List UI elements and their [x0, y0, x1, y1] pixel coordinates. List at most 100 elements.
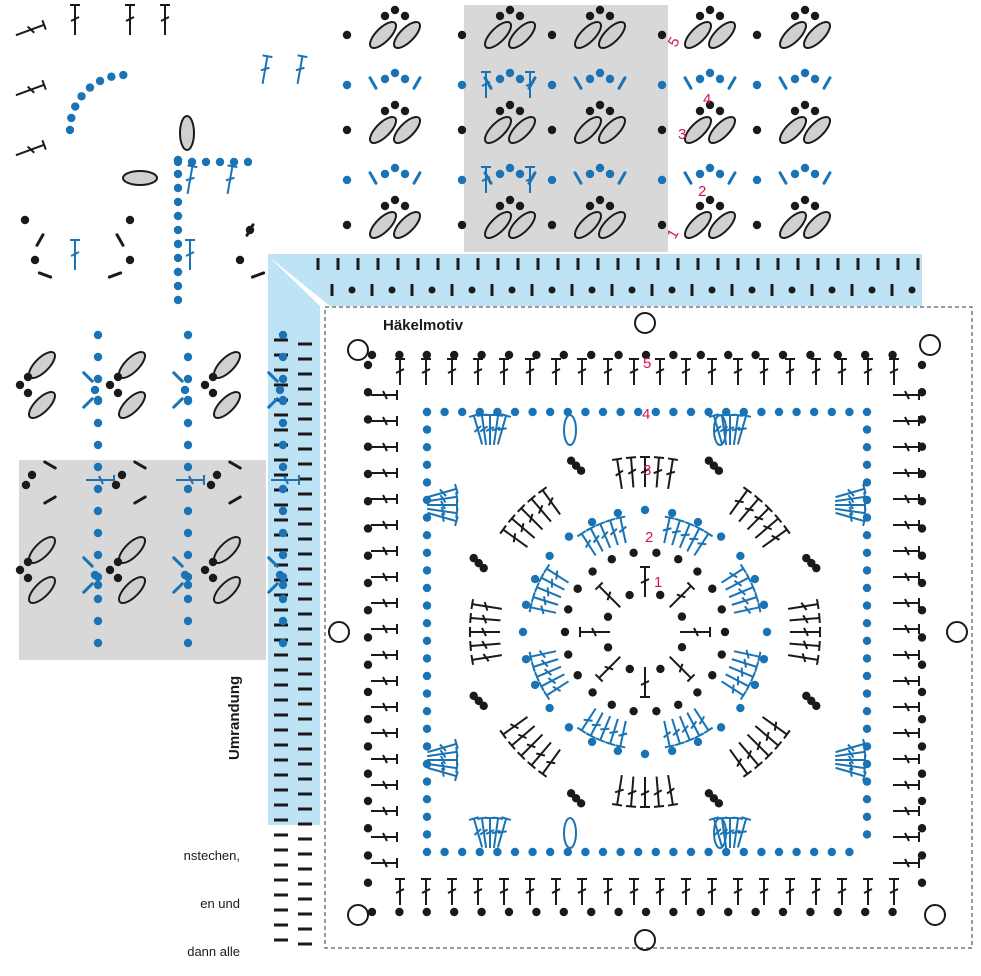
double-crochet-symbol — [733, 602, 761, 617]
chain-stitch-dot — [696, 75, 704, 83]
chain-stitch-dot — [279, 551, 287, 559]
chain-stitch-dot — [423, 689, 431, 697]
double-crochet-symbol — [371, 468, 397, 478]
chain-stitch-dot — [736, 552, 744, 560]
chain-stitch-dot — [107, 73, 115, 81]
chain-stitch-dot — [184, 507, 192, 515]
double-crochet-symbol — [603, 879, 613, 905]
strip-round-number-2: 2 — [698, 183, 706, 200]
chain-stitch-dot — [496, 75, 504, 83]
chain-stitch-dot — [863, 443, 871, 451]
chain-stitch-dot — [616, 848, 624, 856]
double-crochet-symbol — [893, 780, 919, 790]
chain-stitch-dot — [606, 202, 614, 210]
chain-stitch-dot — [581, 408, 589, 416]
chain-stitch-dot — [364, 770, 372, 778]
chain-stitch-dot — [423, 777, 431, 785]
chain-stitch-dot — [696, 12, 704, 20]
double-crochet-symbol — [733, 879, 743, 905]
chain-stitch-dot — [364, 688, 372, 696]
chain-stitch-dot — [181, 386, 189, 394]
chain-stitch-dot — [669, 908, 677, 916]
double-crochet-symbol — [395, 879, 405, 905]
double-crochet-symbol — [759, 359, 769, 385]
double-crochet-symbol — [580, 627, 610, 637]
chain-stitch-dot — [22, 481, 30, 489]
double-crochet-symbol — [371, 650, 397, 660]
chain-stitch-dot — [656, 665, 664, 673]
chain-stitch-dot — [364, 742, 372, 750]
chain-stitch-dot — [811, 170, 819, 178]
chain-stitch-dot — [213, 471, 221, 479]
chain-stitch-dot — [810, 848, 818, 856]
chain-stitch-dot — [94, 485, 102, 493]
double-crochet-symbol — [666, 653, 694, 681]
chain-stitch-dot — [812, 702, 820, 710]
chain-stitch-dot — [279, 419, 287, 427]
chain-stitch-dot — [184, 331, 192, 339]
chain-stitch-dot — [364, 797, 372, 805]
double-crochet-symbol — [371, 728, 397, 738]
chain-stitch-dot — [596, 69, 604, 77]
chain-stitch-dot — [751, 908, 759, 916]
chain-stitch-dot — [614, 908, 622, 916]
double-crochet-symbol — [371, 624, 397, 634]
gray-panel-left — [19, 460, 266, 660]
chain-stitch-dot — [71, 102, 79, 110]
chain-stitch-dot — [834, 351, 842, 359]
chain-stitch-dot — [863, 619, 871, 627]
double-crochet-symbol — [652, 457, 664, 488]
double-crochet-symbol — [893, 858, 919, 868]
chain-stitch-dot — [812, 564, 820, 572]
chain-stitch-dot — [658, 221, 666, 229]
single-crochet-mark — [109, 273, 120, 277]
chain-stitch-dot — [791, 202, 799, 210]
chain-stitch-dot — [244, 158, 252, 166]
chain-stitch-dot — [693, 688, 701, 696]
chain-stitch-dot — [202, 158, 210, 166]
chain-stitch-dot — [658, 31, 666, 39]
double-crochet-symbol — [893, 468, 919, 478]
single-crochet-mark — [685, 173, 691, 183]
chain-stitch-dot — [753, 176, 761, 184]
chain-stitch-dot — [174, 296, 182, 304]
chain-stitch-dot — [94, 507, 102, 515]
chain-stitch-dot — [21, 216, 29, 224]
chain-stitch-dot — [423, 443, 431, 451]
chain-stitch-dot — [863, 672, 871, 680]
chain-stitch-dot — [184, 441, 192, 449]
chain-stitch-dot — [811, 75, 819, 83]
chain-stitch-dot — [477, 351, 485, 359]
chain-stitch-dot — [715, 467, 723, 475]
chain-stitch-dot — [368, 351, 376, 359]
chain-stitch-dot — [364, 661, 372, 669]
chain-stitch-dot — [573, 585, 581, 593]
double-crochet-symbol — [863, 359, 873, 385]
double-crochet-symbol — [160, 5, 170, 35]
chain-stitch-dot — [564, 650, 572, 658]
chain-stitch-dot — [560, 908, 568, 916]
chain-stitch-dot — [757, 408, 765, 416]
chain-stitch-dot — [94, 397, 102, 405]
chain-stitch-dot — [918, 361, 926, 369]
double-crochet-symbol — [690, 531, 712, 558]
chain-stitch-dot — [118, 471, 126, 479]
chain-stitch-dot — [863, 566, 871, 574]
chain-stitch-dot — [364, 579, 372, 587]
chain-stitch-dot — [381, 107, 389, 115]
chain-stitch-dot — [364, 633, 372, 641]
chain-stitch-dot — [184, 595, 192, 603]
chain-stitch-dot — [708, 585, 716, 593]
double-crochet-symbol — [70, 5, 80, 35]
chain-stitch-dot — [845, 848, 853, 856]
chain-stitch-dot — [724, 351, 732, 359]
chain-stitch-dot — [652, 408, 660, 416]
chain-stitch-dot — [863, 408, 871, 416]
chain-stitch-dot — [791, 107, 799, 115]
chain-stitch-dot — [863, 461, 871, 469]
chain-stitch-dot — [94, 375, 102, 383]
chain-stitch-dot — [863, 654, 871, 662]
chain-stitch-dot — [401, 202, 409, 210]
chain-stitch-dot — [861, 351, 869, 359]
chain-stitch-dot — [112, 481, 120, 489]
